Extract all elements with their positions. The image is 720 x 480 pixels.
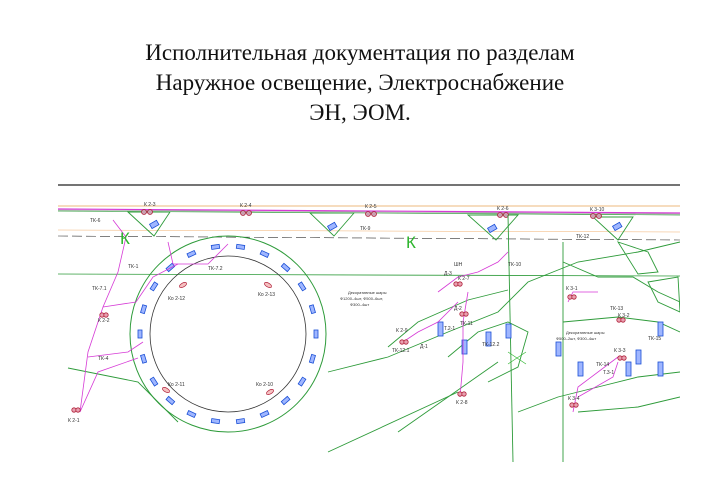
- cable-label: ТК-14: [596, 362, 609, 368]
- cable-label: ТК-10: [508, 262, 521, 268]
- note-line: Декоративные шары: [348, 290, 387, 295]
- ring-fixture: [165, 395, 176, 406]
- ring-fixtures: [137, 243, 319, 425]
- pole-label: К 2-4: [240, 203, 252, 209]
- pole-label: К 2-6: [497, 206, 509, 212]
- cable-label: ТК-11: [460, 321, 473, 327]
- ring-fixture: [259, 410, 270, 419]
- decorative-spheres-notes: Декоративные шары Ф1200–4шт, Ф500–6шт, Ф…: [340, 290, 605, 341]
- cable-label: ТК-1: [128, 264, 139, 270]
- cable-label: ТК-13: [610, 306, 623, 312]
- note-line: Ф300–4шт: [350, 302, 369, 307]
- ring-fixture: [149, 376, 159, 387]
- structure-outlines: [67, 214, 680, 462]
- pole-label: Ко 2-11: [168, 382, 185, 388]
- green-glyph: [507, 351, 527, 365]
- ring-fixture: [140, 304, 148, 315]
- pole-label: Т.2-1: [444, 326, 455, 332]
- ring-fixture: [235, 243, 246, 250]
- fountain-lamps: [162, 282, 274, 395]
- ring-fixture: [235, 418, 246, 425]
- pole-label: К 3-10: [590, 207, 605, 213]
- area-fixtures: [437, 321, 664, 377]
- title-line-2: Наружное освещение, Электроснабжение: [155, 70, 565, 95]
- cable-labels: ТК-6 ТК-1 ТК-7.1 ТК-4 ТК-7.2 ТК-9 ТК-10 …: [90, 218, 661, 368]
- cable-label: ТК-15: [648, 336, 661, 342]
- pole-label: К 3-1: [566, 286, 578, 292]
- pole-label: К 2-9: [396, 328, 408, 334]
- axis-line: [58, 235, 680, 241]
- ring-fixture: [137, 329, 143, 339]
- ring-fixture: [210, 418, 221, 425]
- ring-fixture: [165, 262, 176, 273]
- pole-label: Д-3: [444, 271, 452, 277]
- pole-label: К 2-2: [98, 318, 110, 324]
- fountain-inner-ring: [149, 255, 307, 413]
- top-poles: [141, 209, 602, 219]
- cable-label: ТК-12.1: [392, 348, 410, 354]
- cable-routes: [79, 219, 619, 413]
- title-line-1: Исполнительная документация по разделам: [145, 40, 575, 65]
- area-poles: [71, 281, 627, 413]
- ring-fixture: [297, 376, 307, 387]
- cable-label: ТК-7.1: [92, 286, 107, 292]
- pole-label: К 2-5: [365, 204, 377, 210]
- note-line: Ф500–2шт, Ф300–4шт: [556, 336, 596, 341]
- pole-label: К 2-1: [68, 418, 80, 424]
- pole-label: Д-2: [454, 306, 462, 312]
- pole-label: Т.3-1: [603, 370, 614, 376]
- pole-label: Ко 2-12: [168, 296, 185, 302]
- ring-fixture: [308, 304, 316, 315]
- plan-svg: К К ТК-6 ТК-1 ТК-7.1 ТК-4 ТК-7.2 ТК-9 ТК…: [58, 184, 680, 462]
- ring-fixture: [280, 262, 291, 273]
- main-cable-line: [58, 208, 680, 214]
- pole-label: ШН: [454, 262, 463, 268]
- pole-label: Ко 2-10: [256, 382, 273, 388]
- cable-label: ТК-12.2: [482, 342, 500, 348]
- cable-label: ТК-4: [98, 356, 109, 362]
- ring-fixture: [280, 395, 291, 406]
- cable-label: ТК-12: [576, 234, 589, 240]
- pole-label: К 2-7: [458, 276, 470, 282]
- lighting-plan-drawing: К К ТК-6 ТК-1 ТК-7.1 ТК-4 ТК-7.2 ТК-9 ТК…: [58, 182, 680, 462]
- cable-label: ТК-6: [90, 218, 101, 224]
- pole-label: Д-1: [420, 344, 428, 350]
- top-triangles: [126, 211, 634, 241]
- fountain-outer-ring: [129, 235, 327, 433]
- ring-fixture: [140, 353, 148, 364]
- pole-label: К 3-4: [568, 396, 580, 402]
- pole-label: К 2-3: [144, 202, 156, 208]
- cable-label: ТК-7.2: [208, 266, 223, 272]
- note-line: Декоративные шары: [566, 330, 605, 335]
- ring-fixture: [186, 249, 197, 258]
- pole-labels: К 2-3 К 2-4 К 2-5 К 2-6 К 3-10 К 2-2 К 2…: [68, 202, 630, 424]
- ring-fixture: [313, 329, 319, 339]
- ring-fixture: [210, 243, 221, 250]
- pole-label: К 3-2: [618, 313, 630, 319]
- pole-label: К 2-8: [456, 400, 468, 406]
- title-line-3: ЭН, ЭОМ.: [309, 100, 411, 125]
- top-fixtures: [148, 219, 623, 234]
- structure-line: [58, 273, 680, 277]
- road-line-2: [58, 229, 680, 233]
- ring-fixture: [259, 249, 270, 258]
- ring-fixture: [186, 410, 197, 419]
- cable-label: ТК-9: [360, 226, 371, 232]
- pole-label: К 3-3: [614, 348, 626, 354]
- page-title: Исполнительная документация по разделам …: [0, 38, 720, 128]
- mark-k-right: К: [406, 233, 416, 252]
- ring-fixture: [308, 353, 316, 364]
- note-line: Ф1200–4шт, Ф500–6шт,: [340, 296, 383, 301]
- mark-k-left: К: [120, 229, 130, 248]
- ring-fixture: [297, 281, 307, 292]
- ring-fixture: [149, 281, 159, 292]
- pole-label: Ко 2-13: [258, 292, 275, 298]
